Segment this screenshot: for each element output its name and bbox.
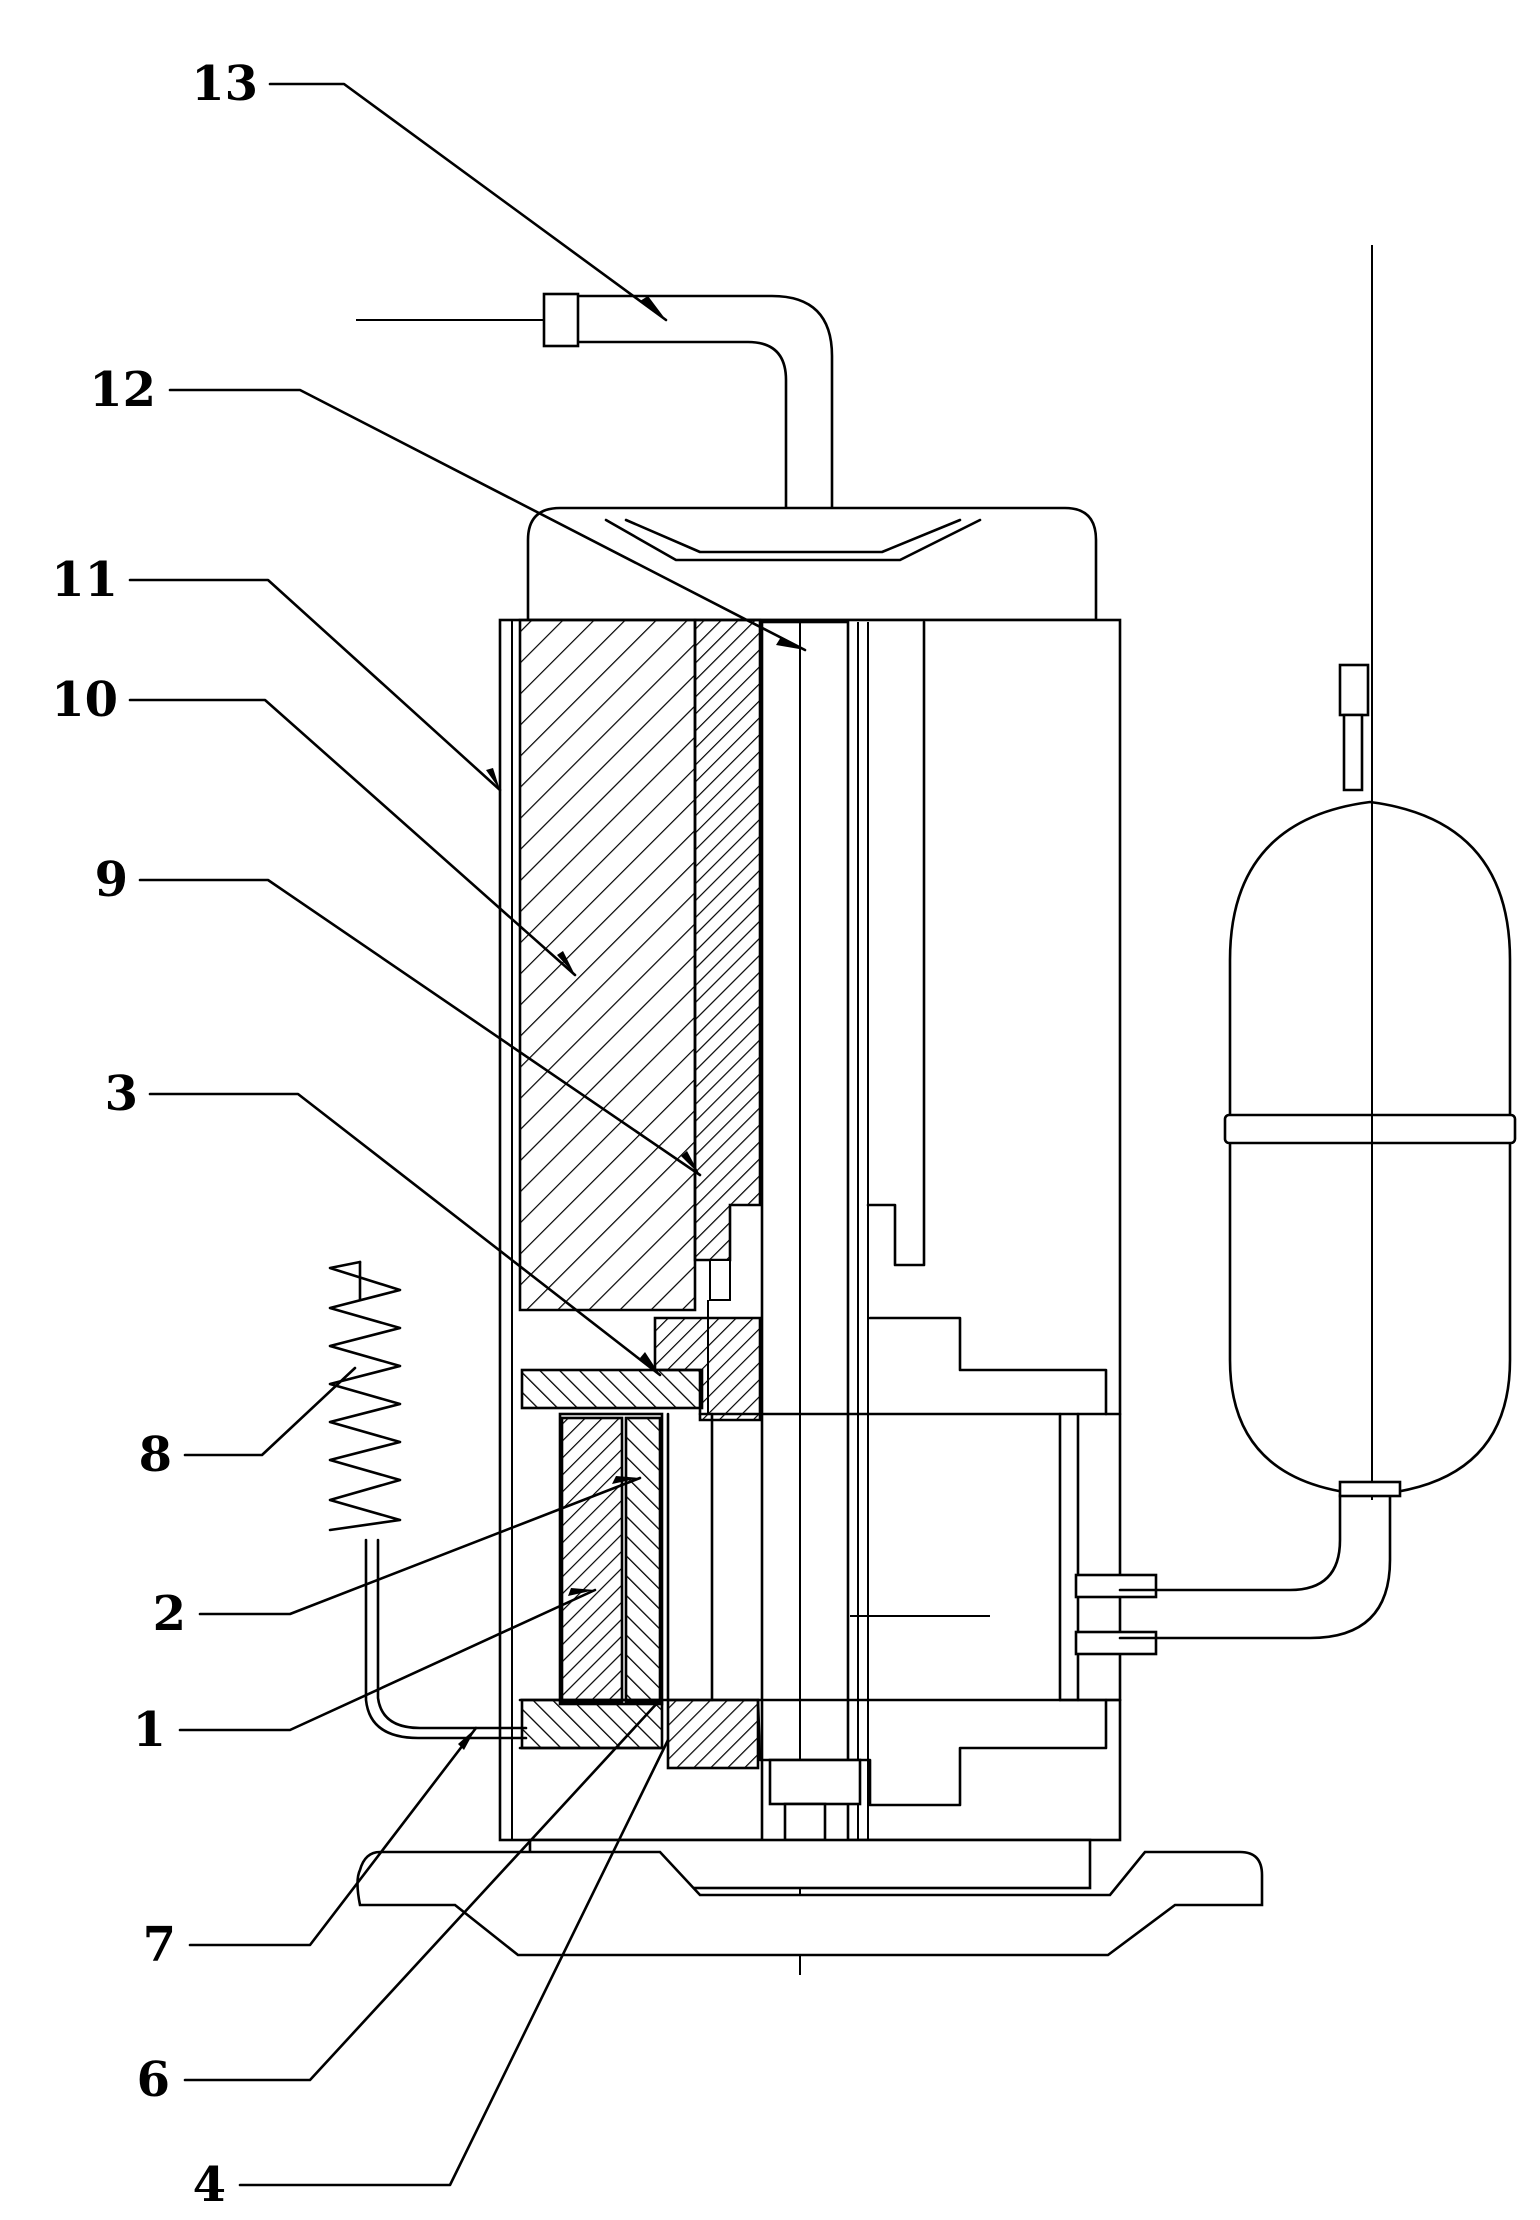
callout-label-4: 4 [193,2157,226,2213]
stator [520,620,760,1420]
callout-label-9: 9 [95,852,128,908]
accumulator [1225,245,1515,1500]
callout-labels: 13 12 11 10 9 3 8 2 1 7 64 [51,56,258,2213]
callout-label-12: 12 [89,362,156,418]
suction-connector [1076,1495,1390,1654]
callout-label-8: 8 [139,1427,172,1483]
callout-label-1: 1 [133,1702,166,1758]
callout-label-2: 2 [153,1586,186,1642]
base-foot [358,1840,1263,1955]
callout-label-6: 6 [137,2052,170,2108]
callout-label-3: 3 [105,1066,138,1122]
top-cap [528,508,1096,620]
callout-label-11: 11 [51,552,118,608]
callout-label-10: 10 [51,672,118,728]
discharge-pipe [356,294,832,508]
callout-label-7: 7 [143,1917,176,1973]
callout-label-13: 13 [191,56,258,112]
